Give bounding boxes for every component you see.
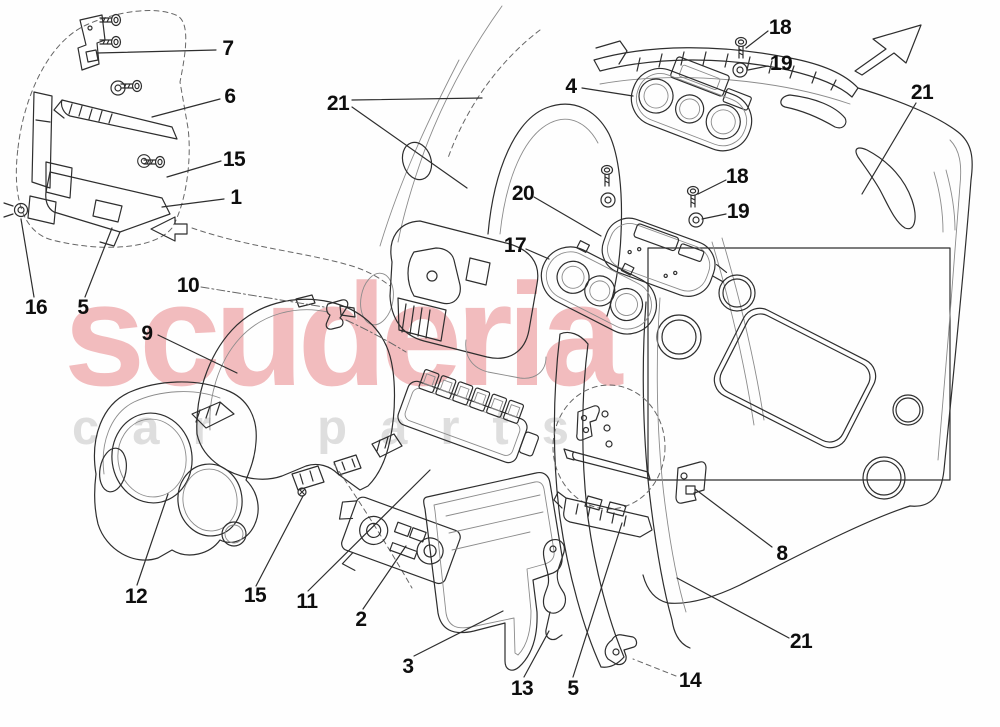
part-8-bracket	[675, 461, 707, 504]
callout-part-9-8: 9	[141, 322, 153, 345]
callout-part-11-11: 11	[296, 590, 318, 613]
callout-part-1-3: 1	[230, 186, 242, 209]
part-13-bracket	[542, 539, 567, 641]
callout-part-19-23: 19	[726, 200, 750, 223]
callout-part-16-5: 16	[24, 296, 48, 319]
part-7-bracket	[77, 13, 122, 71]
part-9-cluster-housing	[191, 294, 403, 491]
part-4-gauge-pod	[630, 56, 753, 152]
callout-part-4-17: 4	[565, 75, 577, 98]
callout-part-17-21: 17	[503, 234, 527, 257]
callout-part-21-4: 21	[326, 92, 350, 115]
callout-part-5-6: 5	[77, 296, 89, 319]
part-17-gauge-bezel	[540, 240, 658, 335]
part-15-screw-small	[297, 487, 307, 497]
part-5-console-rod	[563, 448, 651, 480]
callout-part-3-13: 3	[402, 655, 414, 678]
end-panel-detail-group	[3, 10, 391, 287]
part-18-screws	[600, 36, 748, 208]
part-14-bracket	[604, 634, 638, 666]
part-12-cluster-bezel	[93, 381, 259, 561]
dashboard-outline	[360, 5, 973, 668]
part-20-gauge-housing	[601, 217, 728, 297]
callout-part-21-26: 21	[789, 630, 813, 653]
callout-part-12-9: 12	[124, 585, 148, 608]
watermark-brand: scuderia	[64, 253, 623, 416]
callout-part-21-24: 21	[910, 81, 934, 104]
watermark-checker-flag	[647, 247, 951, 481]
assembly-direction-arrow-icon	[854, 24, 922, 76]
part-11-switch-panel	[397, 369, 540, 464]
callout-part-20-20: 20	[511, 182, 535, 205]
callout-part-10-7: 10	[176, 274, 200, 297]
callout-part-14-16: 14	[678, 669, 702, 692]
part-16-grommet	[3, 202, 29, 218]
callout-part-15-2: 15	[222, 148, 246, 171]
insertion-arrow-icon	[150, 216, 188, 242]
callout-part-6-1: 6	[224, 85, 236, 108]
part-5-console-strip	[553, 491, 653, 538]
callout-part-8-25: 8	[776, 542, 788, 565]
callout-part-2-12: 2	[355, 608, 367, 631]
part-3-trim-frame	[423, 471, 563, 671]
callout-part-15-10: 15	[243, 584, 267, 607]
part-10-clip	[325, 299, 349, 330]
callout-part-7-0: 7	[222, 37, 234, 60]
callout-part-5-15: 5	[567, 677, 579, 700]
part-6-trim-strip	[53, 79, 178, 140]
callout-part-19-19: 19	[769, 52, 793, 75]
callout-part-13-14: 13	[510, 677, 534, 700]
part-1-trim-strip	[45, 154, 171, 247]
callout-part-18-18: 18	[768, 16, 792, 39]
leader-lines	[20, 30, 917, 678]
callout-part-18-22: 18	[725, 165, 749, 188]
part-7-console-bracket	[576, 405, 613, 448]
